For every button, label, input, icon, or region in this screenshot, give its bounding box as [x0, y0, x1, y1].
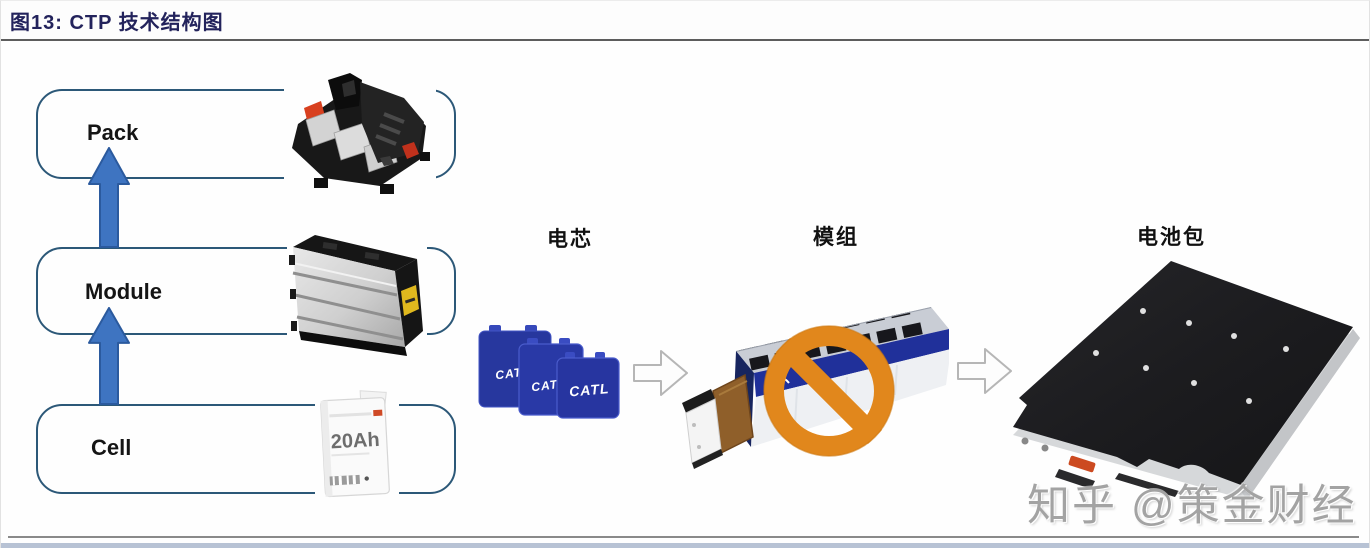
stage-box-pack — [36, 89, 456, 179]
stage-label-dianxin: 电芯 — [547, 228, 593, 251]
battery-pack-image — [1013, 261, 1360, 499]
pack-product-image — [284, 64, 436, 200]
stage-label-pack: Pack — [87, 120, 139, 145]
cell-capacity-label: 20Ah — [330, 429, 380, 454]
stage-label-muzu: 模组 — [813, 226, 859, 249]
stage-label-module: Module — [85, 279, 162, 304]
figure-title: 图13: CTP 技术结构图 — [10, 12, 224, 34]
bottom-divider — [8, 536, 1359, 538]
brand-logo: CATL — [568, 380, 610, 399]
module-product-image — [287, 233, 427, 363]
stage-label-dianchibao: 电池包 — [1137, 226, 1206, 249]
stage-box-cell — [36, 404, 456, 494]
stage-box-module — [36, 247, 456, 335]
up-arrow-icon — [88, 147, 130, 248]
right-arrow-icon — [633, 350, 688, 396]
stage-label-cell: Cell — [91, 435, 132, 460]
right-arrow-icon — [957, 348, 1012, 394]
bottom-accent-bar — [1, 543, 1369, 548]
watermark: 知乎 @策金财经 — [1027, 482, 1357, 530]
cell-product-image: 20Ah — [315, 389, 399, 503]
catl-cells-image: CATL CATL CATL — [478, 325, 620, 419]
figure-header: 图13: CTP 技术结构图 — [1, 1, 1369, 41]
up-arrow-icon — [88, 307, 130, 405]
prohibition-icon — [763, 325, 895, 457]
